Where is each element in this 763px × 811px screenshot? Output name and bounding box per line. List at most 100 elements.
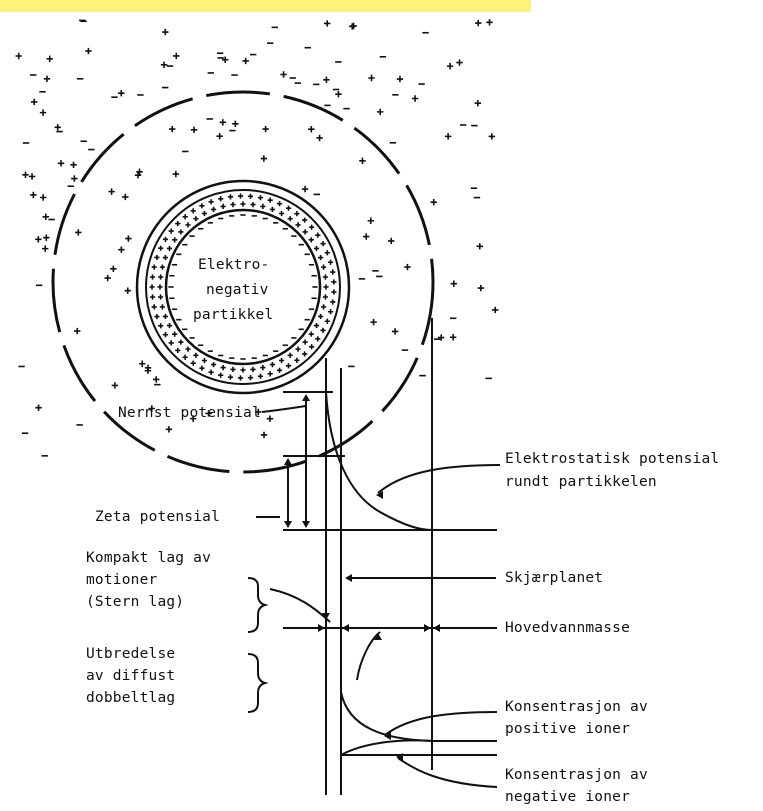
plus-sign xyxy=(16,53,22,59)
plus-sign xyxy=(118,90,124,96)
plus-sign xyxy=(328,309,333,314)
plus-sign xyxy=(220,119,226,125)
plus-sign xyxy=(318,255,323,260)
plus-sign xyxy=(477,243,483,249)
plus-sign xyxy=(191,361,196,366)
plus-sign xyxy=(230,367,235,372)
plus-sign xyxy=(150,294,155,299)
electrostatic-potential-label-2: rundt partikkelen xyxy=(505,472,657,492)
plus-sign xyxy=(270,207,275,212)
plus-sign xyxy=(288,353,293,358)
plus-sign xyxy=(125,287,131,293)
positive-ion-curve xyxy=(341,692,497,741)
plus-sign xyxy=(279,358,284,363)
plus-sign xyxy=(35,236,41,242)
bulk-arrowhead-left xyxy=(433,624,440,632)
plus-sign xyxy=(40,109,46,115)
plus-sign xyxy=(318,314,323,319)
plus-sign xyxy=(47,56,53,62)
plus-sign xyxy=(191,127,197,133)
plus-sign xyxy=(286,363,291,368)
negative-ion-curve xyxy=(341,740,434,755)
plus-sign xyxy=(323,284,328,289)
plus-sign xyxy=(30,192,36,198)
plus-sign xyxy=(368,218,374,224)
plus-sign xyxy=(211,362,216,367)
plus-sign xyxy=(323,77,329,83)
diffuse-arrowhead-right xyxy=(424,624,431,632)
plus-sign xyxy=(397,76,403,82)
plus-sign xyxy=(320,328,325,333)
plus-sign xyxy=(221,204,226,209)
plus-sign xyxy=(173,53,179,59)
plus-sign xyxy=(22,172,28,178)
zeta-arrowhead-top xyxy=(284,458,292,465)
plus-sign xyxy=(183,214,188,219)
plus-sign xyxy=(104,275,110,281)
plus-sign xyxy=(193,353,198,358)
plus-sign xyxy=(178,229,183,234)
plus-sign xyxy=(55,124,61,130)
diffuse-layer-label-2: av diffust xyxy=(86,666,175,686)
plus-sign xyxy=(258,195,263,200)
positive-ion-leader xyxy=(385,712,497,735)
plus-sign xyxy=(150,274,155,279)
plus-sign xyxy=(125,235,131,241)
plus-sign xyxy=(199,366,204,371)
plus-sign xyxy=(118,246,124,252)
plus-sign xyxy=(70,162,76,168)
plus-sign xyxy=(308,126,314,132)
plus-sign xyxy=(325,250,330,255)
plus-sign xyxy=(43,234,49,240)
plus-sign xyxy=(321,265,326,270)
electrostatic-potential-label-1: Elektrostatisk potensial xyxy=(505,449,719,469)
plus-sign xyxy=(456,59,462,65)
stern-arrowhead-left xyxy=(318,624,325,632)
nernst-arrowhead-bottom xyxy=(302,521,310,528)
plus-sign xyxy=(330,269,335,274)
plus-sign xyxy=(29,173,35,179)
plus-sign xyxy=(42,245,48,251)
plus-sign xyxy=(149,284,154,289)
compact-layer-label-1: Kompakt lag av xyxy=(86,548,211,568)
plus-sign xyxy=(208,370,213,375)
plus-sign xyxy=(320,241,325,246)
plus-sign xyxy=(161,62,167,68)
plus-sign xyxy=(294,358,299,363)
zeta-arrowhead-bottom xyxy=(284,521,292,528)
plus-sign xyxy=(112,382,118,388)
particle-label-line2: negativ xyxy=(206,280,269,300)
plus-sign xyxy=(169,229,174,234)
plus-sign xyxy=(173,171,179,177)
plus-sign xyxy=(258,374,263,379)
plus-sign xyxy=(486,19,492,25)
plus-sign xyxy=(260,204,265,209)
plus-sign xyxy=(309,225,314,230)
nernst-arrowhead-top xyxy=(302,394,310,401)
plus-sign xyxy=(447,63,453,69)
plus-sign xyxy=(40,194,46,200)
plus-sign xyxy=(58,160,64,166)
plus-sign xyxy=(242,58,248,64)
plus-sign xyxy=(303,339,308,344)
plus-sign xyxy=(370,319,376,325)
plus-sign xyxy=(314,246,319,251)
plus-sign xyxy=(228,375,233,380)
plus-sign xyxy=(158,294,163,299)
plus-sign xyxy=(191,208,196,213)
plus-sign xyxy=(74,328,80,334)
plus-sign xyxy=(315,336,320,341)
plus-sign xyxy=(240,367,245,372)
compact-layer-label-2: motioner xyxy=(86,570,157,590)
plus-sign xyxy=(451,280,457,286)
plus-sign xyxy=(31,99,37,105)
plus-sign xyxy=(324,20,330,26)
plus-sign xyxy=(175,348,180,353)
negative-ion-leader xyxy=(398,758,497,787)
plus-sign xyxy=(359,158,365,164)
plus-sign xyxy=(154,255,159,260)
plus-sign xyxy=(44,76,50,82)
plus-sign xyxy=(323,294,328,299)
plus-sign xyxy=(309,332,314,337)
plus-sign xyxy=(228,194,233,199)
